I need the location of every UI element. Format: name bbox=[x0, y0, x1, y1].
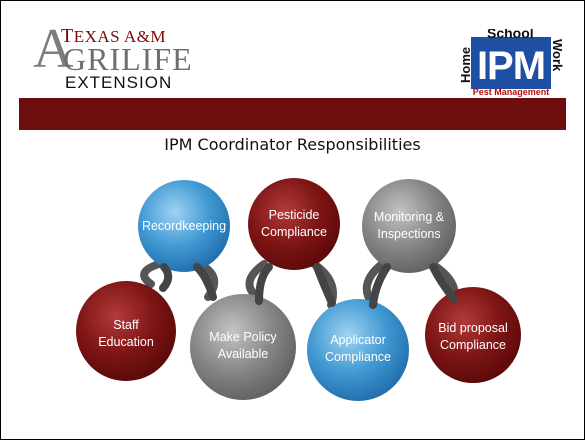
node-monitoring-inspections: Monitoring & Inspections bbox=[362, 179, 456, 273]
home-school-work-ipm-logo: IPM School Home Work Pest Management bbox=[457, 25, 567, 97]
node-recordkeeping: Recordkeeping bbox=[138, 180, 230, 272]
link-front bbox=[255, 263, 273, 305]
node-label: Recordkeeping bbox=[142, 219, 226, 233]
link-front bbox=[159, 263, 173, 292]
node-label: Bid proposal bbox=[438, 321, 508, 335]
logo-line-3: EXTENSION bbox=[65, 73, 173, 92]
header-band bbox=[19, 98, 566, 130]
logo-line-1: TEXAS A&M bbox=[61, 25, 167, 47]
link-front bbox=[193, 263, 217, 301]
logo-pest-management-text: Pest Management bbox=[473, 87, 550, 97]
logo-a-glyph: A bbox=[33, 18, 74, 80]
texas-am-agrilife-logo: A TEXAS A&M GRILIFE EXTENSION bbox=[27, 15, 197, 95]
logo-home-text: Home bbox=[458, 47, 473, 83]
node-label: Compliance bbox=[440, 338, 506, 352]
link-front bbox=[369, 263, 391, 309]
node-label: Education bbox=[98, 335, 154, 349]
svg-text:Monitoring &Inspections: Monitoring & Inspections bbox=[374, 210, 445, 241]
node-label: Compliance bbox=[261, 225, 327, 239]
logo-work-text: Work bbox=[550, 39, 565, 72]
logo-ipm-text: IPM bbox=[477, 44, 545, 88]
node-label: Monitoring & bbox=[374, 210, 445, 224]
slide-title: IPM Coordinator Responsibilities bbox=[164, 135, 421, 154]
node-label: Pesticide bbox=[269, 208, 320, 222]
node-label: Compliance bbox=[325, 350, 391, 364]
node-label: Staff bbox=[113, 318, 139, 332]
link-front bbox=[429, 263, 458, 303]
node-label: Available bbox=[218, 347, 269, 361]
node-label: Applicator bbox=[330, 333, 386, 347]
link-front bbox=[313, 263, 336, 307]
node-label: Make Policy bbox=[209, 330, 277, 344]
link-policy-pesticide bbox=[245, 260, 268, 301]
logo-line-2: GRILIFE bbox=[63, 41, 193, 77]
chain-links-front bbox=[159, 263, 458, 309]
logo-school-text: School bbox=[487, 29, 534, 41]
node-label: Inspections bbox=[377, 227, 440, 241]
link-staff-recordkeeping bbox=[140, 260, 163, 288]
